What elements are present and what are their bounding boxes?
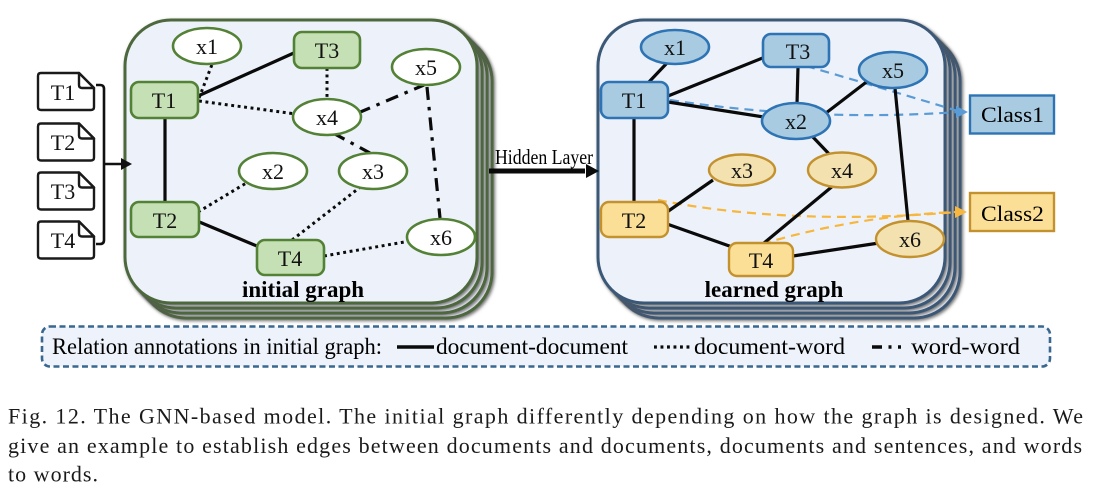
svg-text:T1: T1 <box>152 88 176 113</box>
svg-text:T2: T2 <box>622 208 646 233</box>
svg-text:x5: x5 <box>415 55 437 80</box>
svg-text:document-document: document-document <box>436 334 628 360</box>
svg-text:Class2: Class2 <box>981 201 1044 226</box>
svg-text:T4: T4 <box>51 228 75 253</box>
svg-text:initial graph: initial graph <box>242 277 364 302</box>
svg-text:x6: x6 <box>899 227 921 252</box>
svg-text:x1: x1 <box>196 34 218 59</box>
svg-text:Hidden Layer: Hidden Layer <box>495 145 593 169</box>
svg-text:Relation annotations in initia: Relation annotations in initial graph: <box>52 334 382 360</box>
svg-text:T4: T4 <box>749 248 773 273</box>
svg-text:x2: x2 <box>262 159 284 184</box>
svg-text:x2: x2 <box>785 109 807 134</box>
svg-text:T3: T3 <box>51 179 75 204</box>
svg-text:give an example to establish e: give an example to establish edges betwe… <box>8 433 1082 458</box>
svg-text:Fig. 12. The GNN-based model.: Fig. 12. The GNN-based model. The initia… <box>8 404 1083 429</box>
svg-text:to words.: to words. <box>8 462 98 487</box>
svg-text:x3: x3 <box>731 158 753 183</box>
svg-text:x5: x5 <box>882 58 904 83</box>
svg-text:document-word: document-word <box>694 334 845 360</box>
svg-text:x4: x4 <box>316 105 338 130</box>
svg-text:T2: T2 <box>51 130 75 155</box>
svg-text:x3: x3 <box>362 159 384 184</box>
svg-text:x1: x1 <box>664 35 686 60</box>
svg-text:T2: T2 <box>153 208 177 233</box>
svg-text:Class1: Class1 <box>981 102 1044 127</box>
svg-text:learned graph: learned graph <box>705 277 844 302</box>
svg-text:x4: x4 <box>831 158 853 183</box>
svg-text:word-word: word-word <box>911 334 1020 360</box>
svg-text:T1: T1 <box>51 80 75 105</box>
svg-text:T4: T4 <box>278 246 302 271</box>
svg-text:T3: T3 <box>315 38 339 63</box>
svg-text:T3: T3 <box>786 39 810 64</box>
svg-text:x6: x6 <box>430 225 452 250</box>
svg-text:T1: T1 <box>622 88 646 113</box>
